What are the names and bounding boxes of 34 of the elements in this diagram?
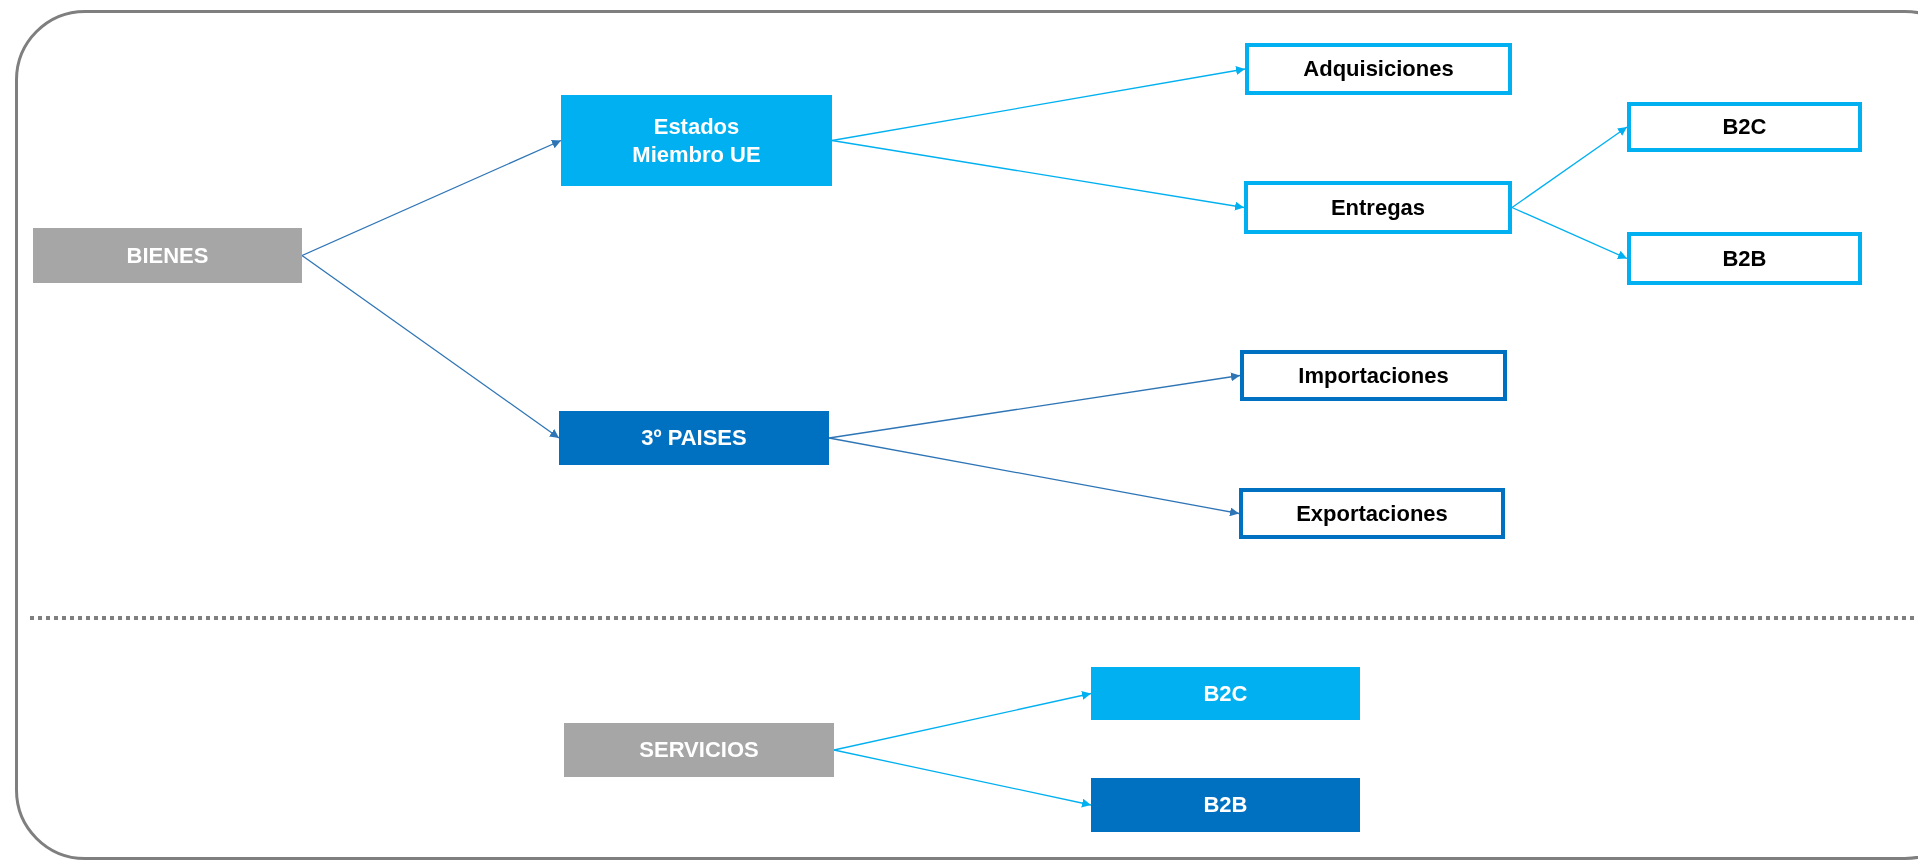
arrow bbox=[831, 66, 1246, 142]
box-label: Exportaciones bbox=[1296, 499, 1448, 528]
arrow bbox=[1511, 206, 1628, 260]
outlined-box bbox=[1239, 488, 1505, 539]
outlined-box bbox=[1627, 102, 1862, 152]
box-label: B2C bbox=[1722, 113, 1767, 141]
arrow bbox=[301, 139, 562, 257]
arrow bbox=[828, 437, 1240, 517]
outlined-box bbox=[1627, 232, 1862, 285]
arrow bbox=[831, 139, 1245, 211]
category-box bbox=[1091, 778, 1360, 832]
box-label: Adquisiciones bbox=[1303, 55, 1454, 83]
box-label: Estados Miembro UE bbox=[631, 112, 762, 169]
outlined-box bbox=[1244, 181, 1512, 234]
arrow bbox=[301, 254, 560, 439]
category-box bbox=[1091, 667, 1360, 720]
box-label: B2B bbox=[1203, 791, 1248, 819]
outlined-box bbox=[1240, 350, 1507, 401]
box-label: BIENES bbox=[126, 241, 209, 270]
box-label: Importaciones bbox=[1298, 361, 1449, 390]
arrow bbox=[1511, 126, 1628, 209]
box-label: Entregas bbox=[1330, 193, 1426, 222]
category-box bbox=[559, 411, 829, 465]
box-label: B2C bbox=[1203, 679, 1248, 708]
category-box bbox=[561, 95, 832, 186]
category-box bbox=[564, 723, 834, 777]
box-label: SERVICIOS bbox=[639, 736, 759, 764]
category-box bbox=[33, 228, 302, 283]
arrow bbox=[828, 372, 1241, 439]
box-label: B2B bbox=[1722, 244, 1767, 273]
arrow bbox=[833, 749, 1092, 808]
box-label: 3º PAISES bbox=[641, 424, 747, 452]
arrow bbox=[833, 691, 1092, 751]
outlined-box bbox=[1245, 43, 1512, 95]
